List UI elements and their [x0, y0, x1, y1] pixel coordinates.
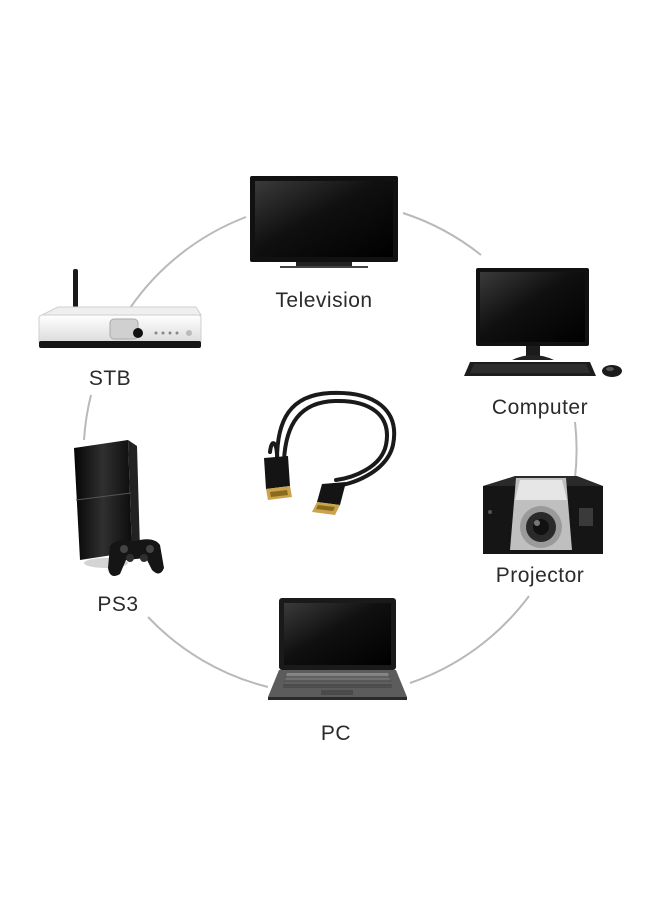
laptop-icon: [268, 598, 407, 700]
television-icon: [250, 176, 398, 268]
device-label-computer: Computer: [491, 396, 589, 419]
device-label-pc: PC: [320, 722, 352, 745]
arc-ps3-stb: [83, 394, 92, 441]
hdmi-cable-icon: [264, 390, 397, 515]
device-label-ps3: PS3: [97, 593, 139, 616]
arc-television-computer: [402, 212, 482, 256]
device-label-stb: STB: [88, 367, 132, 390]
hdmi-plug-left: [264, 456, 292, 500]
arc-projector-pc: [409, 595, 530, 684]
arc-computer-projector: [574, 421, 578, 479]
device-label-projector: Projector: [495, 564, 585, 587]
desktop-computer-icon: [464, 268, 622, 377]
set-top-box-icon: [38, 269, 202, 348]
hdmi-plug-right: [312, 482, 346, 515]
device-label-television: Television: [275, 289, 373, 312]
arc-pc-ps3: [147, 616, 269, 688]
projector-icon: [483, 476, 603, 554]
game-console-icon: [74, 440, 164, 576]
arc-stb-television: [129, 216, 247, 309]
connection-ring: [83, 212, 578, 688]
